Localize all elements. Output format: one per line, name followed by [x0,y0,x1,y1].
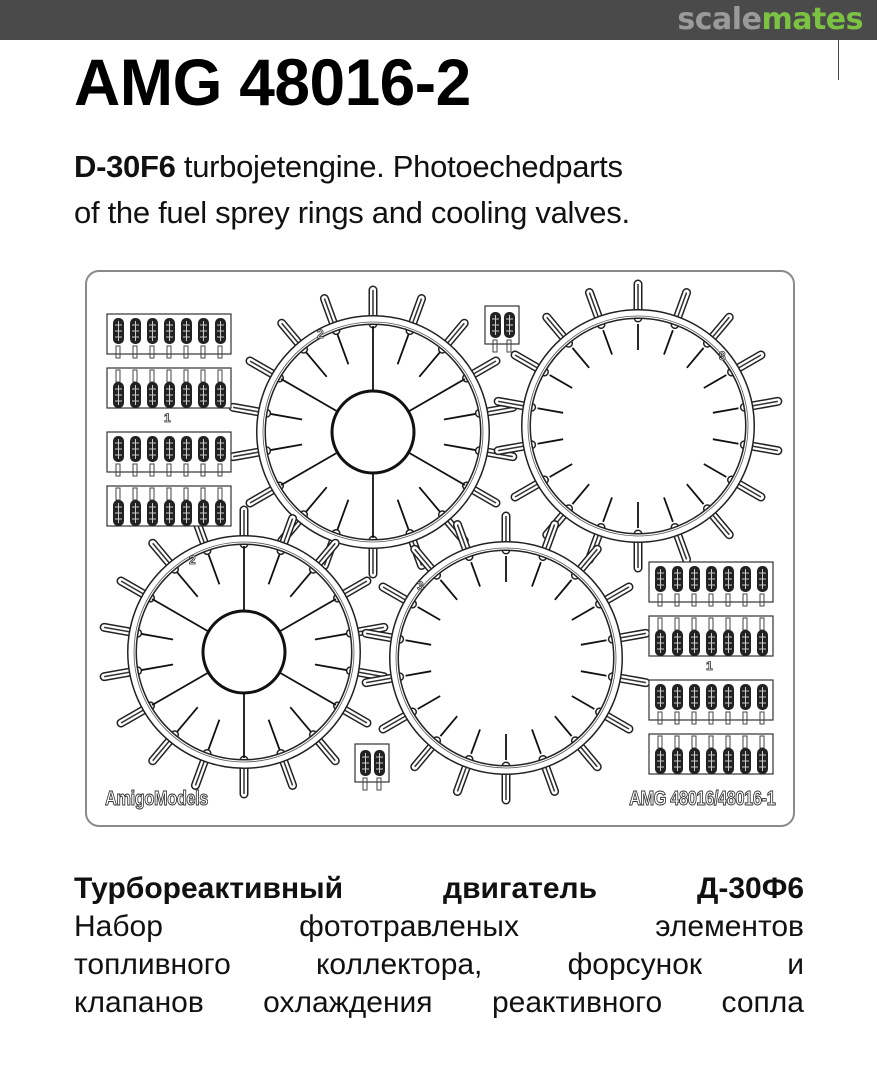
photoetch-drawing: 2 3 2 3 1 1 [99,279,783,805]
product-code: AMG 48016-2 [74,45,471,119]
cooling-valve-pair [354,743,390,791]
part-number-label: 1 [164,411,171,425]
part-number-label: 1 [706,659,713,673]
product-description-en: D-30F6 turbojetengine. Photoechedparts o… [74,144,814,236]
description-line2: of the fuel sprey rings and cooling valv… [74,195,630,230]
divider-tick [838,40,839,80]
logo-part-scale: scale [677,2,762,37]
part-number-label: 2 [189,553,196,567]
spray-ring-3: 3 [361,511,651,805]
site-header-bar: scalemates [0,0,877,40]
description-ru-line3: топливного коллектора, форсунок и [74,948,804,981]
cooling-valve-pair [484,305,520,353]
description-ru-line4: клапанов охлаждения реактивного сопла [74,986,804,1019]
cooling-valve-group: 1 [648,561,774,775]
cooling-valve-group: 1 [106,313,232,527]
description-ru-line2: Набор фототравленых элементов [74,910,804,943]
manufacturer-label: AmigoModels [105,788,209,811]
part-number-label: 2 [317,327,324,341]
part-number-label: 3 [417,579,424,593]
logo-part-mates: mates [761,2,863,37]
photoetch-sheet: 2 3 2 3 1 1 AmigoModels AMG 48016/48016-1 [85,270,795,827]
spray-ring-2: 2 [99,505,389,799]
description-ru-title: Турбореактивный двигатель Д-30Ф6 [74,872,804,905]
product-description-ru: Турбореактивный двигатель Д-30Ф6 Набор ф… [74,870,804,1022]
description-line1: turbojetengine. Photoechedparts [175,149,623,184]
set-number-label: AMG 48016/48016-1 [628,788,775,811]
part-number-label: 3 [719,349,726,363]
engine-name: D-30F6 [74,149,176,184]
spray-ring-3: 3 [493,279,783,573]
spray-ring-2: 2 [228,285,518,579]
scalemates-logo[interactable]: scalemates [677,2,863,38]
